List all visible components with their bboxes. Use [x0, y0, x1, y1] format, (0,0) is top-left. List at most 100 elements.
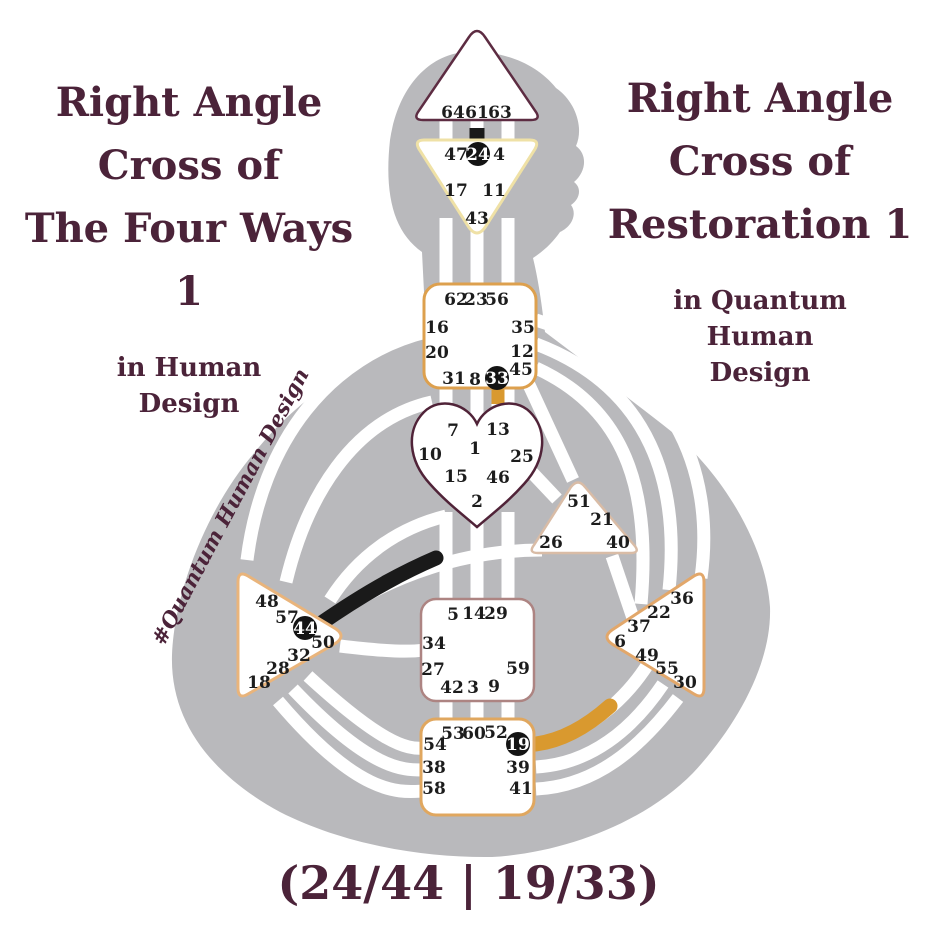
- gate-50: 50: [311, 633, 335, 653]
- gate-42: 42: [440, 678, 464, 698]
- left-title-block: Right Angle Cross of The Four Ways 1 in …: [6, 52, 372, 441]
- sacral-center-shape: [419, 597, 536, 703]
- gate-19-activation: [506, 732, 530, 756]
- gate-36: 36: [670, 589, 694, 609]
- channel: [518, 371, 579, 483]
- gate-63: 63: [488, 103, 512, 123]
- channel: [533, 337, 678, 591]
- gate-30: 30: [673, 673, 697, 693]
- gate-43: 43: [465, 209, 489, 229]
- gate-54: 54: [423, 735, 447, 755]
- channels: [240, 108, 711, 799]
- sacral-center: 5 14 29 34 27 59 42 3 9: [419, 597, 536, 703]
- gate-21: 21: [590, 510, 614, 530]
- channel: [534, 313, 711, 579]
- cross-notation: (24/44 | 19/33): [277, 856, 660, 910]
- gate-38: 38: [422, 758, 446, 778]
- throat-center-shape: [422, 282, 538, 390]
- gate-62: 62: [444, 290, 468, 310]
- gate-3: 3: [467, 678, 479, 698]
- channel: [339, 639, 425, 658]
- gate-24: 24: [466, 145, 490, 165]
- gate-28: 28: [266, 659, 290, 679]
- channel-44-26-activated: [312, 550, 444, 632]
- gate-13: 13: [486, 420, 510, 440]
- gate-31: 31: [442, 369, 466, 389]
- gate-11: 11: [482, 181, 506, 201]
- gate-24-activation: [466, 142, 490, 166]
- channel: [279, 395, 434, 584]
- channel: [605, 553, 640, 621]
- solar-plexus-center: 36 22 37 6 49 55 30: [605, 572, 706, 698]
- gate-27: 27: [421, 660, 445, 680]
- gate-44: 44: [293, 619, 317, 639]
- will-center: 51 21 26 40: [530, 481, 638, 555]
- right-title: Right Angle Cross of Restoration 1: [607, 75, 913, 248]
- gate-25: 25: [510, 447, 534, 467]
- gate-56: 56: [485, 290, 509, 310]
- gate-48: 48: [255, 592, 279, 612]
- root-center: 53 60 52 54 19 38 39 58 41: [419, 717, 536, 817]
- gate-14: 14: [462, 604, 486, 624]
- channel: [273, 696, 425, 799]
- gate-58: 58: [422, 779, 446, 799]
- channel: [533, 362, 650, 605]
- gate-2: 2: [471, 492, 483, 512]
- gate-34: 34: [422, 634, 446, 654]
- gate-23: 23: [464, 290, 488, 310]
- gate-40: 40: [606, 533, 630, 553]
- channel: [240, 325, 428, 561]
- gate-52: 52: [484, 723, 508, 743]
- gate-22: 22: [647, 603, 671, 623]
- head-center-shape: [415, 29, 539, 122]
- gate-26: 26: [539, 533, 563, 553]
- gate-64: 64: [441, 103, 465, 123]
- gate-57: 57: [275, 608, 299, 628]
- channel: [324, 509, 448, 604]
- gate-29: 29: [484, 604, 508, 624]
- gate-39: 39: [506, 758, 530, 778]
- gate-20: 20: [425, 343, 449, 363]
- gate-12: 12: [510, 342, 534, 362]
- right-title-block: Right Angle Cross of Restoration 1 in Qu…: [588, 48, 932, 410]
- gate-7: 7: [447, 421, 459, 441]
- spleen-center: 48 57 44 50 32 28 18: [236, 572, 343, 698]
- gate-45: 45: [509, 360, 533, 380]
- gate-46: 46: [486, 468, 510, 488]
- spleen-center-shape: [236, 572, 343, 698]
- gate-5: 5: [447, 605, 459, 625]
- gate-33: 33: [485, 369, 509, 389]
- gate-49: 49: [635, 646, 659, 666]
- gate-61: 61: [465, 103, 489, 123]
- gate-19: 19: [506, 735, 530, 755]
- gate-37: 37: [627, 617, 651, 637]
- gate-16: 16: [425, 318, 449, 338]
- channel-19-49-activated: [528, 698, 618, 752]
- head-center: 64 61 63: [415, 29, 539, 123]
- gate-6: 6: [614, 632, 626, 652]
- gate-15: 15: [444, 467, 468, 487]
- left-title: Right Angle Cross of The Four Ways 1: [24, 79, 354, 315]
- gate-59: 59: [506, 659, 530, 679]
- gate-18: 18: [247, 673, 271, 693]
- gate-60: 60: [462, 724, 486, 744]
- ajna-center: 47 24 4 17 11 43: [415, 138, 539, 235]
- gate-1: 1: [469, 439, 481, 459]
- ajna-center-shape: [415, 138, 539, 235]
- channel: [288, 684, 425, 777]
- throat-center: 62 23 56 16 35 20 12 31 8 33 45: [422, 282, 538, 390]
- channel: [535, 680, 669, 774]
- will-center-shape: [530, 481, 638, 555]
- gate-55: 55: [655, 659, 679, 679]
- g-center: 7 13 1 10 25 15 46 2: [410, 402, 544, 529]
- root-center-shape: [419, 717, 536, 817]
- channel: [303, 671, 425, 755]
- gate-53: 53: [441, 724, 465, 744]
- gate-9: 9: [488, 677, 500, 697]
- right-subtitle: in Quantum Human Design: [673, 286, 847, 388]
- gate-8: 8: [469, 370, 481, 390]
- gate-44-activation: [293, 616, 317, 640]
- gate-4: 4: [493, 145, 505, 165]
